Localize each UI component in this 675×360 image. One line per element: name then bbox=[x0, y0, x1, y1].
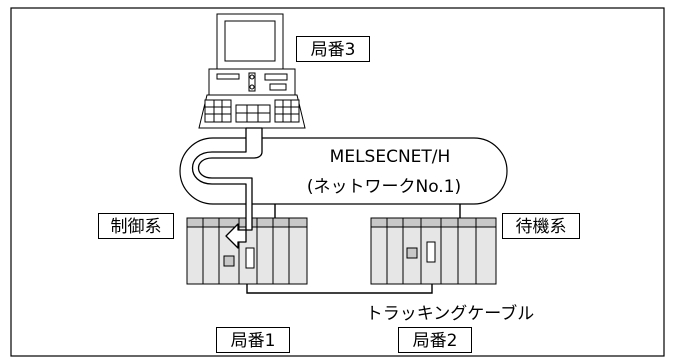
station2-label: 局番2 bbox=[398, 327, 472, 353]
station1-label: 局番1 bbox=[216, 327, 290, 353]
data-flow-arrow bbox=[191, 127, 263, 249]
network-number: (ネットワークNo.1) bbox=[306, 177, 462, 197]
tracking-cable bbox=[246, 284, 433, 294]
control-system-label: 制御系 bbox=[98, 213, 174, 239]
station3-label: 局番3 bbox=[296, 36, 370, 62]
standby-system-label: 待機系 bbox=[502, 213, 580, 239]
network-name: MELSECNET/H bbox=[329, 147, 451, 167]
tracking-cable-label: トラッキングケーブル bbox=[365, 304, 535, 324]
plc-standby-station bbox=[370, 217, 497, 285]
diagram-frame bbox=[10, 7, 665, 357]
computer-icon bbox=[198, 13, 306, 129]
